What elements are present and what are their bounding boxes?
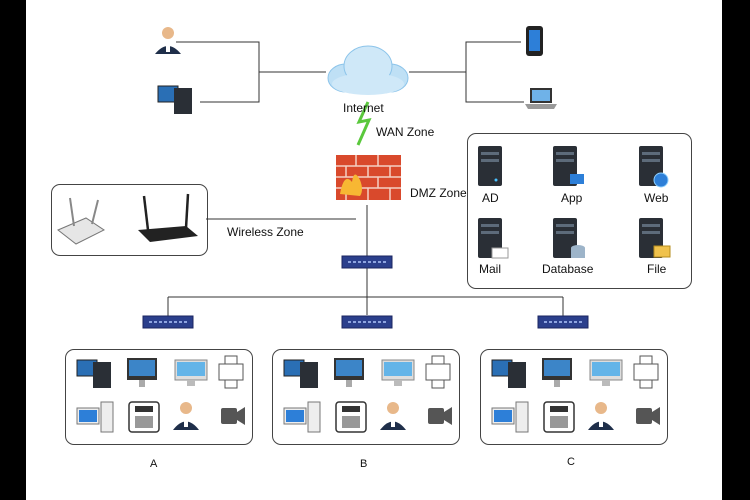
ip-phone-icon bbox=[543, 401, 575, 433]
web-server-icon bbox=[639, 146, 669, 188]
imac-icon bbox=[127, 358, 157, 387]
ip-phone-icon bbox=[335, 401, 367, 433]
group-label-b: B bbox=[360, 458, 368, 470]
dmz-server-label: Mail bbox=[479, 262, 502, 276]
dmz-server-label: File bbox=[647, 262, 667, 276]
wireless-zone-box bbox=[51, 184, 208, 256]
workstation-icon bbox=[491, 401, 529, 433]
printer-icon bbox=[633, 355, 659, 389]
laptop-icon bbox=[525, 88, 557, 109]
printer-icon bbox=[218, 355, 244, 389]
workstation-icon bbox=[283, 401, 321, 433]
dmz-server-label: App bbox=[561, 191, 583, 205]
desktop-computer-icon bbox=[157, 85, 192, 114]
group-label-a: A bbox=[150, 458, 158, 470]
access-switch-a-icon bbox=[142, 315, 194, 329]
user-icon bbox=[380, 402, 406, 430]
monitor-icon bbox=[589, 359, 623, 386]
ip-phone-icon bbox=[128, 401, 160, 433]
imac-icon bbox=[334, 358, 364, 387]
left-black-margin bbox=[0, 0, 26, 500]
ad-server-icon bbox=[478, 146, 502, 186]
dmz-server-label: Database bbox=[542, 262, 594, 276]
wan-link-icon bbox=[356, 101, 372, 146]
mail-server-icon bbox=[478, 218, 509, 259]
access-switch-b-icon bbox=[341, 315, 393, 329]
desktop-tower-icon bbox=[491, 359, 526, 388]
printer-icon bbox=[425, 355, 451, 389]
monitor-icon bbox=[381, 359, 415, 386]
video-camera-icon bbox=[636, 407, 660, 425]
wan-zone-label: WAN Zone bbox=[376, 125, 435, 139]
video-camera-icon bbox=[428, 407, 452, 425]
wireless-router-icon bbox=[138, 193, 198, 242]
wireless-access-point-icon bbox=[57, 197, 105, 245]
smartphone-icon bbox=[526, 26, 543, 56]
desktop-tower-icon bbox=[283, 359, 318, 388]
access-switch-c-icon bbox=[537, 315, 589, 329]
firewall-icon bbox=[336, 155, 401, 200]
desktop-tower-icon bbox=[76, 359, 111, 388]
group-label-c: C bbox=[567, 456, 575, 468]
group-devices-canvas bbox=[76, 355, 660, 433]
right-black-margin bbox=[722, 0, 750, 500]
dmz-server-label: Web bbox=[644, 191, 669, 205]
video-camera-icon bbox=[221, 407, 245, 425]
core-switch-icon bbox=[341, 255, 393, 269]
internet-label: Internet bbox=[343, 101, 384, 115]
workstation-icon bbox=[76, 401, 114, 433]
dmz-zone-label: DMZ Zone bbox=[410, 186, 467, 200]
dmz-server-label: AD bbox=[482, 191, 499, 205]
file-server-icon bbox=[639, 218, 671, 258]
diagram-canvas bbox=[57, 26, 671, 329]
database-server-icon bbox=[553, 218, 585, 258]
user-icon bbox=[588, 402, 614, 430]
imac-icon bbox=[542, 358, 572, 387]
app-server-icon bbox=[553, 146, 584, 186]
cloud-icon bbox=[327, 45, 409, 95]
user-icon bbox=[155, 27, 181, 54]
user-icon bbox=[173, 402, 199, 430]
monitor-icon bbox=[174, 359, 208, 386]
wireless-zone-label: Wireless Zone bbox=[227, 225, 304, 239]
network-diagram: Internet WAN Zone DMZ Zone Wireless Zone… bbox=[26, 0, 722, 500]
